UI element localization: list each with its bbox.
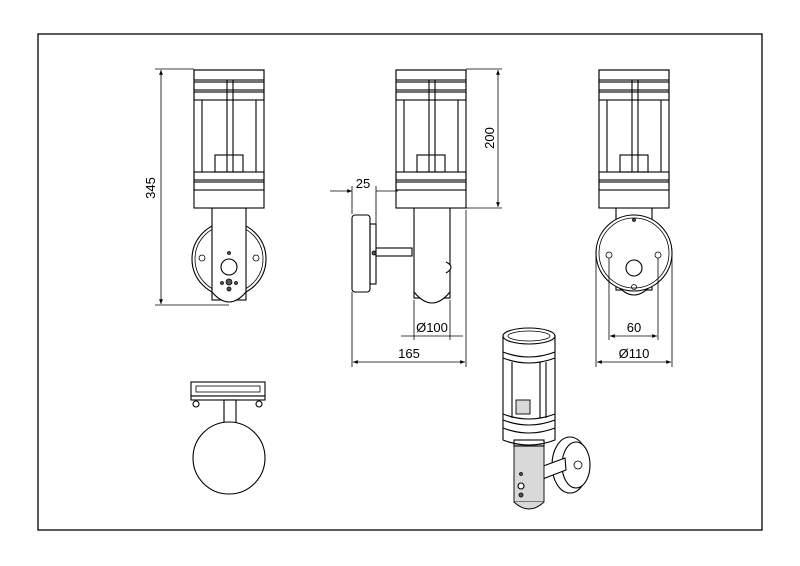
dimension-d110-label: Ø110 bbox=[619, 346, 650, 361]
dimension-60-label: 60 bbox=[627, 320, 641, 335]
drawing-frame bbox=[37, 33, 763, 531]
dimension-345-label: 345 bbox=[143, 177, 158, 199]
isometric-view bbox=[502, 327, 591, 510]
dimension-d100-label: Ø100 bbox=[416, 320, 448, 335]
dimension-bracket-depth: 25 bbox=[330, 176, 398, 224]
dimension-25-label: 25 bbox=[356, 176, 370, 191]
dimension-165-label: 165 bbox=[398, 346, 420, 361]
dimension-sensor-spacing: 60 bbox=[608, 258, 659, 340]
dimension-height-total: 345 bbox=[143, 68, 229, 306]
top-view bbox=[190, 381, 266, 495]
dimension-total-depth: 165 bbox=[351, 210, 467, 367]
dimension-base-diameter: Ø110 bbox=[595, 253, 673, 367]
side-view bbox=[351, 69, 467, 304]
dimension-200-label: 200 bbox=[482, 127, 497, 149]
dimension-tube-diameter: Ø100 bbox=[401, 300, 463, 340]
front-view bbox=[191, 69, 267, 303]
dimension-height-cage: 200 bbox=[466, 68, 502, 209]
rear-view bbox=[595, 69, 673, 296]
